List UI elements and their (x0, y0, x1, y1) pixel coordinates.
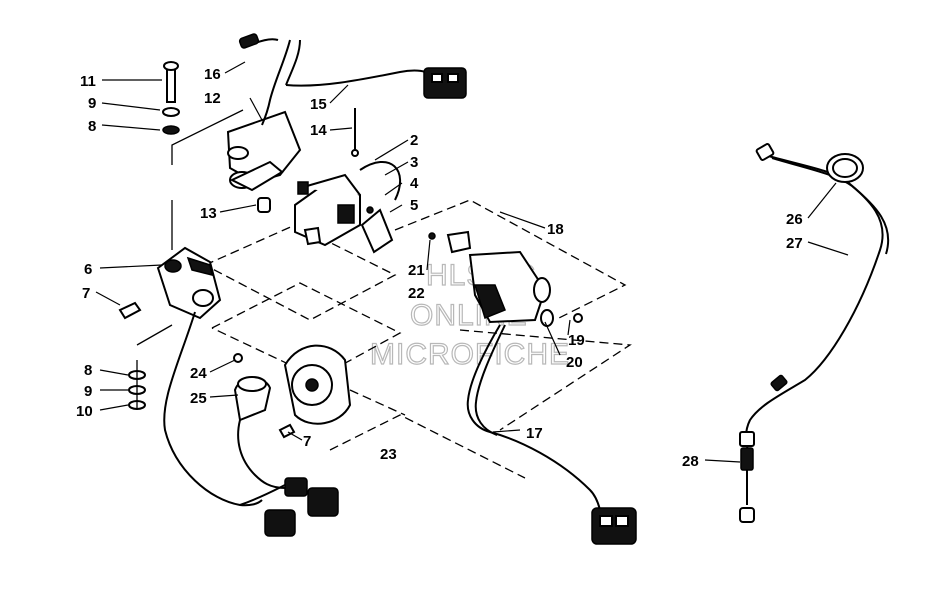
callout-26: 26 (786, 211, 803, 228)
callout-8-top: 8 (88, 118, 96, 135)
leader-lines (95, 61, 849, 463)
callout-24: 24 (190, 365, 207, 382)
callout-28: 28 (682, 453, 699, 470)
assembly-outlines (136, 109, 632, 479)
housing-harness (163, 311, 286, 507)
bolt-washer-stack-top (162, 61, 180, 135)
callout-12: 12 (204, 90, 221, 107)
callout-7-bottom: 7 (303, 433, 311, 450)
callout-5: 5 (410, 197, 418, 214)
switch-block (294, 160, 401, 247)
module-harness (466, 324, 637, 545)
callout-6: 6 (84, 261, 92, 278)
callout-8-bottom: 8 (84, 362, 92, 379)
cover-plate (360, 206, 394, 254)
callout-2: 2 (410, 132, 418, 149)
callout-27: 27 (786, 235, 803, 252)
throttle-housing (118, 246, 222, 320)
callout-17: 17 (526, 425, 543, 442)
top-harness (238, 33, 467, 126)
callout-4: 4 (410, 175, 419, 192)
callout-9-top: 9 (88, 95, 96, 112)
callout-numbers: 11 9 8 16 12 15 14 2 3 4 5 13 6 7 18 21 … (76, 66, 803, 470)
watermark: HLSMC ONLINE MICROFICHE (369, 258, 570, 371)
sensor-cable (739, 143, 890, 523)
callout-10: 10 (76, 403, 93, 420)
callout-22: 22 (408, 285, 425, 302)
mounting-bracket (226, 110, 302, 213)
callout-16: 16 (204, 66, 221, 83)
callout-3: 3 (410, 154, 418, 171)
bolt-washer-stack-bottom (128, 360, 146, 410)
callout-13: 13 (200, 205, 217, 222)
callout-25: 25 (190, 390, 207, 407)
callout-21: 21 (408, 262, 425, 279)
callout-15: 15 (310, 96, 327, 113)
callout-19: 19 (568, 332, 585, 349)
callout-7-top: 7 (82, 285, 90, 302)
callout-14: 14 (310, 122, 327, 139)
callout-20: 20 (566, 354, 583, 371)
lower-control (233, 344, 352, 439)
callout-18: 18 (547, 221, 564, 238)
bottom-left-connectors (237, 419, 339, 537)
watermark-line-3: MICROFICHE (370, 338, 570, 371)
module-assembly (428, 230, 583, 327)
pin (351, 108, 359, 157)
callout-11: 11 (80, 73, 96, 90)
callout-9-bottom: 9 (84, 383, 92, 400)
callout-23: 23 (380, 446, 397, 463)
